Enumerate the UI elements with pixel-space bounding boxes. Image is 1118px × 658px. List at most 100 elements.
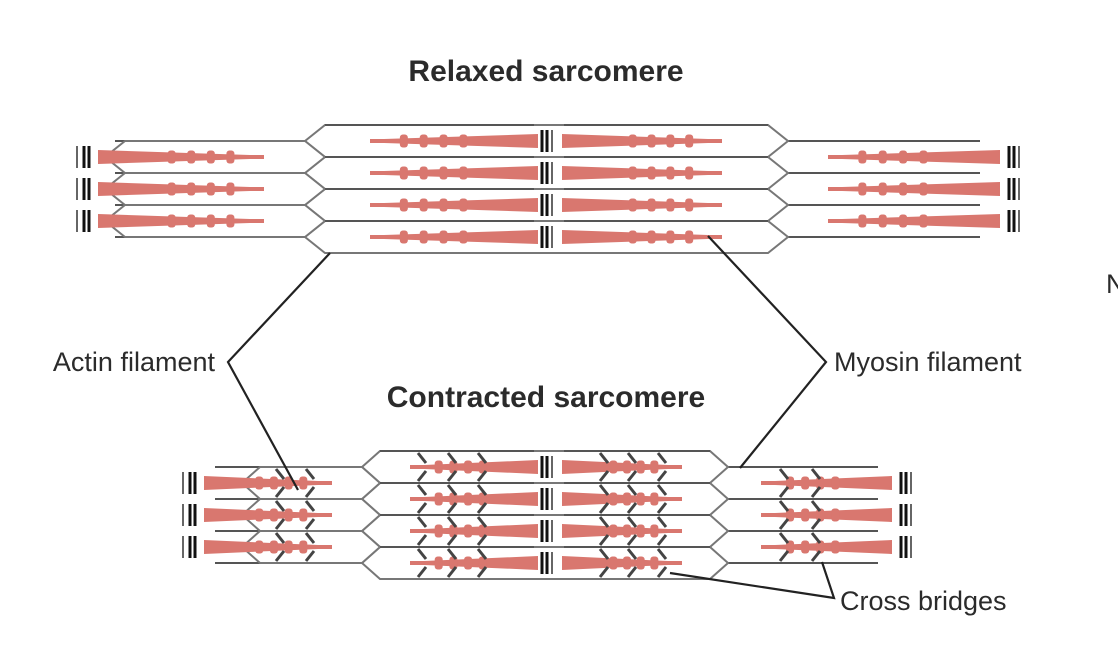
myosin-head	[831, 540, 840, 554]
myosin-head	[816, 476, 825, 490]
myosin-filament	[98, 182, 264, 196]
myosin-head	[419, 134, 428, 148]
cross-bridge	[416, 516, 428, 528]
cross-bridge	[656, 516, 668, 528]
z-line	[540, 520, 553, 542]
myosin-head	[816, 540, 825, 554]
myosin-head	[167, 182, 176, 196]
cross-bridge	[416, 484, 428, 496]
myosin-head	[636, 524, 645, 538]
cross-bridge	[598, 534, 610, 546]
myosin-head	[878, 182, 887, 196]
myosin-head	[439, 166, 448, 180]
cross-bridge	[598, 452, 610, 464]
cross-bridge	[778, 468, 790, 480]
z-line	[76, 210, 91, 232]
myosin-head	[187, 182, 196, 196]
myosin-head	[878, 214, 887, 228]
cross-bridge	[416, 470, 428, 482]
myosin-filament	[828, 214, 1000, 228]
cross-bridge	[656, 566, 668, 578]
cross-bridge	[656, 548, 668, 560]
z-line	[182, 536, 197, 558]
myosin-leader-line	[707, 235, 828, 469]
myosin-head	[449, 460, 458, 474]
cross-bridge	[656, 502, 668, 514]
myosin-head	[439, 134, 448, 148]
cross-bridge	[476, 566, 488, 578]
myosin-filament	[562, 460, 682, 474]
cross-bridge	[476, 548, 488, 560]
relaxed-sarcomere	[76, 124, 1020, 254]
cross-bridge	[476, 484, 488, 496]
cross-bridge	[274, 468, 286, 480]
myosin-head	[459, 166, 468, 180]
myosin-head	[919, 182, 928, 196]
cross-bridge	[810, 500, 822, 512]
cross-bridge	[778, 532, 790, 544]
myosin-head	[206, 182, 215, 196]
cross-bridge	[446, 566, 458, 578]
cross-bridge	[446, 470, 458, 482]
cross-bridge	[778, 550, 790, 562]
myosin-head	[449, 556, 458, 570]
cross-bridge	[476, 516, 488, 528]
myosin-head	[801, 476, 810, 490]
myosin-head	[623, 492, 632, 506]
z-line	[899, 504, 912, 526]
myosin-head	[459, 134, 468, 148]
myosin-head	[636, 492, 645, 506]
myosin-head	[226, 214, 235, 228]
myosin-head	[636, 556, 645, 570]
cross-bridge	[274, 500, 286, 512]
myosin-head	[858, 150, 867, 164]
myosin-head	[666, 230, 675, 244]
myosin-head	[801, 540, 810, 554]
z-line	[540, 194, 553, 216]
cross-bridge	[810, 486, 822, 498]
myosin-head	[255, 476, 264, 490]
myosin-head	[449, 492, 458, 506]
z-line	[899, 472, 912, 494]
z-line	[899, 536, 912, 558]
myosin-filament	[204, 508, 332, 522]
myosin-head	[439, 230, 448, 244]
relaxed-sarcomere-title: Relaxed sarcomere	[408, 55, 683, 88]
myosin-head	[284, 508, 293, 522]
myosin-head	[609, 556, 618, 570]
myosin-filament	[761, 508, 892, 522]
myosin-filament	[761, 540, 892, 554]
myosin-filament	[562, 166, 722, 180]
myosin-head	[269, 540, 278, 554]
actin-filament-label: Actin filament	[53, 347, 216, 377]
myosin-head	[628, 134, 637, 148]
myosin-head	[187, 150, 196, 164]
myosin-leader-lines	[707, 235, 828, 469]
cross-bridge	[274, 518, 286, 530]
cross-bridge	[778, 518, 790, 530]
myosin-filament	[562, 492, 682, 506]
myosin-head	[650, 460, 659, 474]
myosin-head	[647, 134, 656, 148]
myosin-filament	[370, 198, 538, 212]
myosin-head	[666, 134, 675, 148]
z-line	[540, 226, 553, 248]
cross-bridge	[446, 548, 458, 560]
cross-bridge	[656, 452, 668, 464]
cross-bridge	[416, 502, 428, 514]
myosin-head	[419, 230, 428, 244]
myosin-head	[816, 508, 825, 522]
myosin-filament-label: Myosin filament	[834, 347, 1022, 377]
myosin-head	[299, 540, 308, 554]
actin-leader-line	[226, 252, 331, 491]
myosin-head	[899, 182, 908, 196]
myosin-head	[284, 476, 293, 490]
cross-bridge	[598, 484, 610, 496]
cross-bridge	[626, 470, 638, 482]
cross-bridge	[598, 470, 610, 482]
myosin-head	[449, 524, 458, 538]
z-line	[540, 552, 553, 574]
cross-bridge	[656, 484, 668, 496]
cross-bridge	[656, 470, 668, 482]
myosin-head	[269, 476, 278, 490]
